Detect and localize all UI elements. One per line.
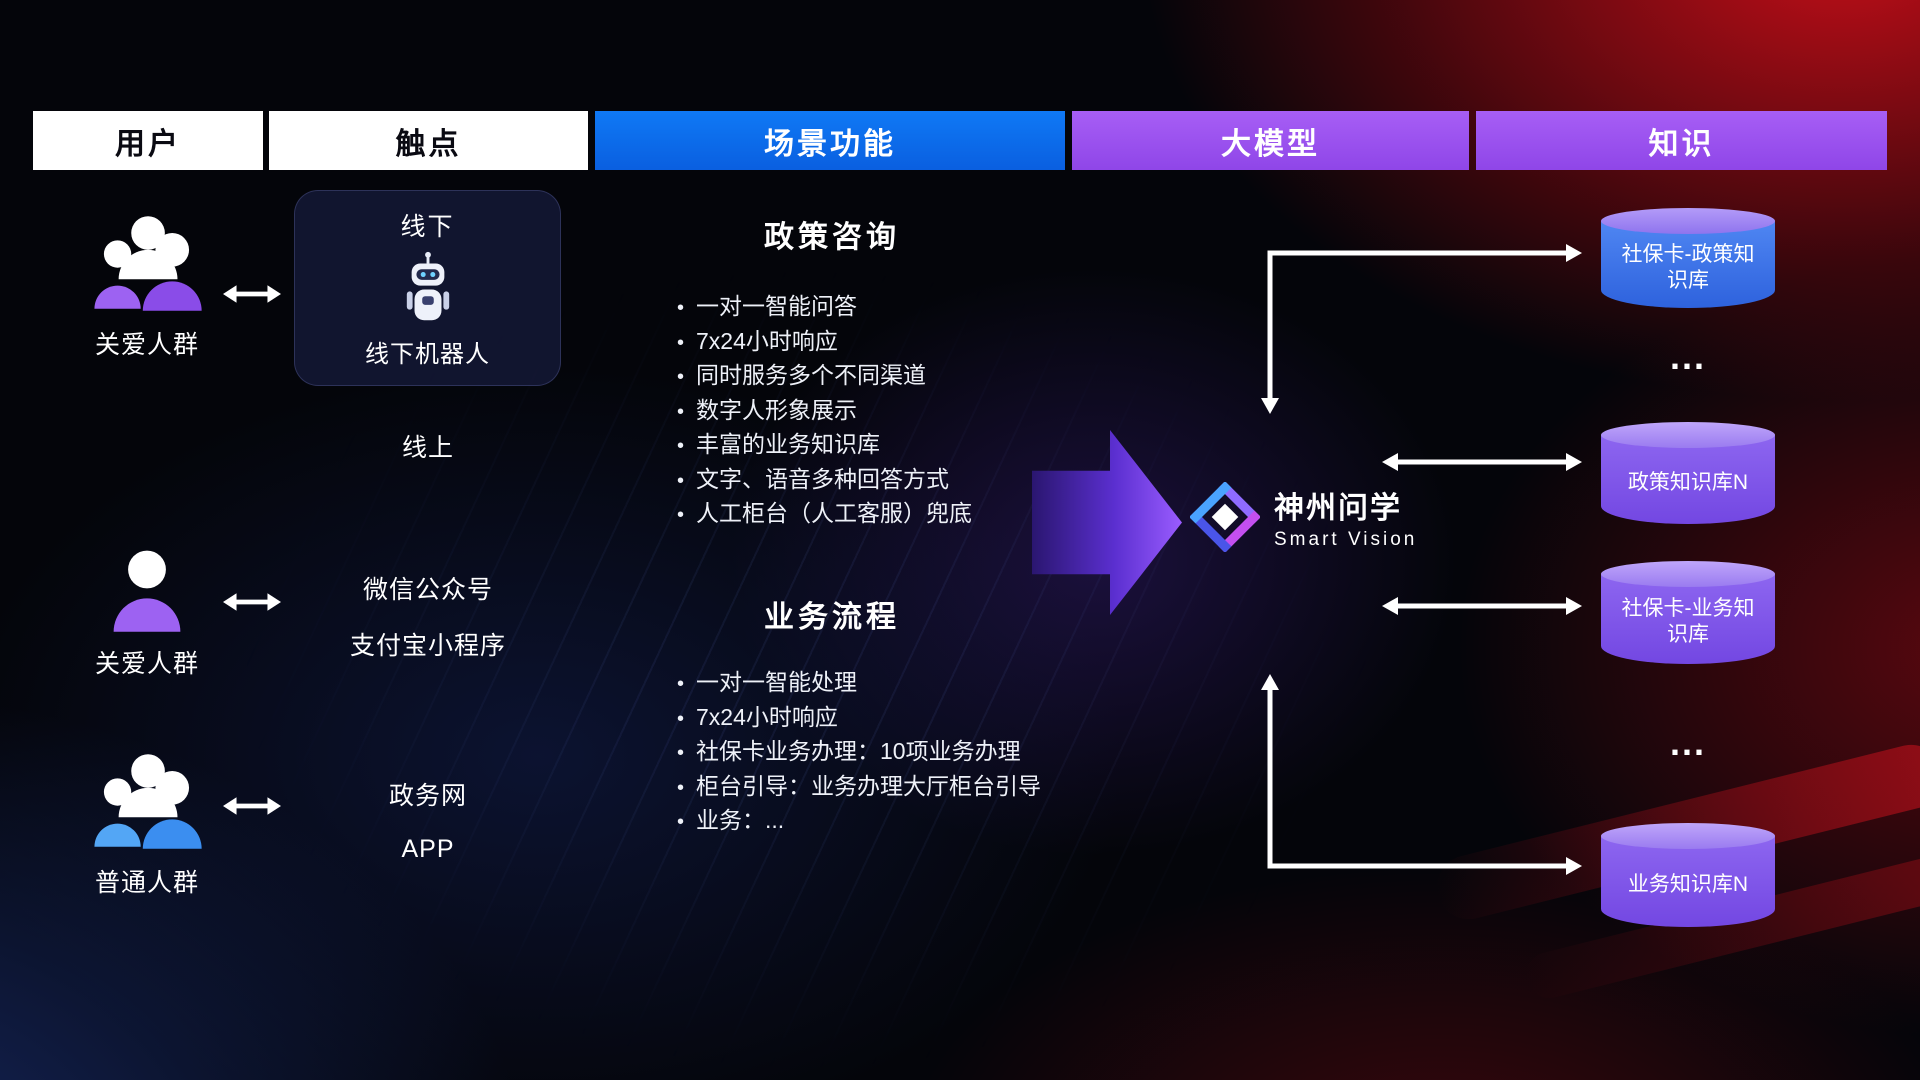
list-item-text: 7x24小时响应 [696,327,838,354]
knowledge-db-sscard-business: 社保卡-业务知识库 [1601,561,1775,664]
user-group-general: 普通人群 [72,750,222,899]
connector-arrows [1261,244,1582,875]
list-item: 一对一智能问答 [677,290,972,325]
column-header-touchpoints: 触点 [269,111,588,170]
cylinder-body: 业务知识库N [1601,836,1775,927]
list-item-text: 柜台引导：业务办理大厅柜台引导 [696,772,1042,799]
business-feature-list: 一对一智能处理 7x24小时响应 社保卡业务办理：10项业务办理 柜台引导：业务… [677,666,1041,839]
list-item: 7x24小时响应 [677,325,972,360]
list-item-text: 丰富的业务知识库 [696,431,881,457]
list-item-text: 一对一智能问答 [696,293,858,319]
person-purple-icon [113,550,181,632]
alipay-channel-label: 支付宝小程序 [349,632,506,660]
list-item: 数字人形象展示 [677,394,972,429]
cylinder-body: 社保卡-业务知识库 [1601,574,1775,664]
db-label: 社保卡-业务知识库 [1621,597,1755,646]
user-group-label: 关爱人群 [94,331,199,359]
wechat-channel-label: 微信公众号 [362,576,493,604]
logo-diamond-icon [1190,482,1260,552]
logo-title: 神州问学 [1274,492,1402,525]
db-label: 业务知识库N [1627,872,1749,896]
offline-touchpoint-card: 线下 线下机器人 [294,190,561,386]
offline-robot-label: 线下机器人 [365,341,490,368]
cylinder-top [1601,208,1775,234]
ellipsis: ... [1669,336,1706,377]
gov-web-channel-label: 政务网 [388,782,467,810]
list-item-text: 数字人形象展示 [696,396,858,423]
list-item: 社保卡业务办理：10项业务办理 [677,735,1041,770]
knowledge-db-sscard-policy: 社保卡-政策知识库 [1601,208,1775,308]
business-process-title: 业务流程 [764,601,900,634]
people-group-blue-icon [94,754,202,849]
column-header-knowledge: 知识 [1476,111,1887,170]
cylinder-body: 社保卡-政策知识库 [1601,221,1775,308]
column-header-large-model: 大模型 [1072,111,1469,170]
list-item-text: 社保卡业务办理：10项业务办理 [696,738,1021,764]
logo-subtitle: Smart Vision [1274,529,1418,550]
policy-consult-title: 政策咨询 [764,221,900,254]
cylinder-top [1601,823,1775,849]
list-item: 柜台引导：业务办理大厅柜台引导 [677,770,1041,805]
ellipsis: ... [1669,722,1706,763]
robot-icon [406,251,449,321]
online-label: 线上 [401,434,454,462]
logo-text: 神州问学 Smart Vision [1274,483,1417,551]
app-channel-label: APP [401,835,455,863]
knowledge-db-policy-n: 政策知识库N [1601,422,1775,524]
column-header-users: 用户 [33,111,263,170]
offline-label: 线下 [400,213,455,241]
double-arrow-icon [223,285,281,303]
policy-feature-list: 一对一智能问答 7x24小时响应 同时服务多个不同渠道 数字人形象展示 丰富的业… [677,290,972,532]
list-item: 文字、语音多种回答方式 [677,463,972,498]
list-item-text: 7x24小时响应 [696,703,838,730]
knowledge-db-business-n: 业务知识库N [1601,823,1775,927]
column-header-scene-functions: 场景功能 [595,111,1065,170]
list-item-text: 一对一智能处理 [696,669,858,695]
double-arrow-icon [223,797,281,815]
list-item-text: 业务：... [696,807,785,833]
user-group-label: 普通人群 [94,869,199,897]
list-item-text: 同时服务多个不同渠道 [696,362,927,388]
list-item-text: 人工柜台（人工客服）兜底 [696,500,973,526]
list-item: 同时服务多个不同渠道 [677,359,972,394]
user-group-label: 关爱人群 [94,650,199,678]
smart-vision-logo: 神州问学 Smart Vision [1190,482,1417,552]
list-item: 业务：... [677,804,1041,839]
double-arrow-icon [223,593,281,611]
user-group-care-2: 关爱人群 [72,545,222,680]
list-item: 7x24小时响应 [677,701,1041,736]
people-group-purple-icon [94,216,202,311]
db-label: 社保卡-政策知识库 [1621,242,1755,292]
cylinder-body: 政策知识库N [1601,435,1775,524]
list-item: 人工柜台（人工客服）兜底 [677,497,972,532]
cylinder-top [1601,561,1775,587]
list-item-text: 文字、语音多种回答方式 [696,465,950,492]
list-item: 一对一智能处理 [677,666,1041,701]
user-group-care-1: 关爱人群 [72,212,222,361]
list-item: 丰富的业务知识库 [677,428,972,463]
db-label: 政策知识库N [1627,470,1749,494]
cylinder-top [1601,422,1775,448]
